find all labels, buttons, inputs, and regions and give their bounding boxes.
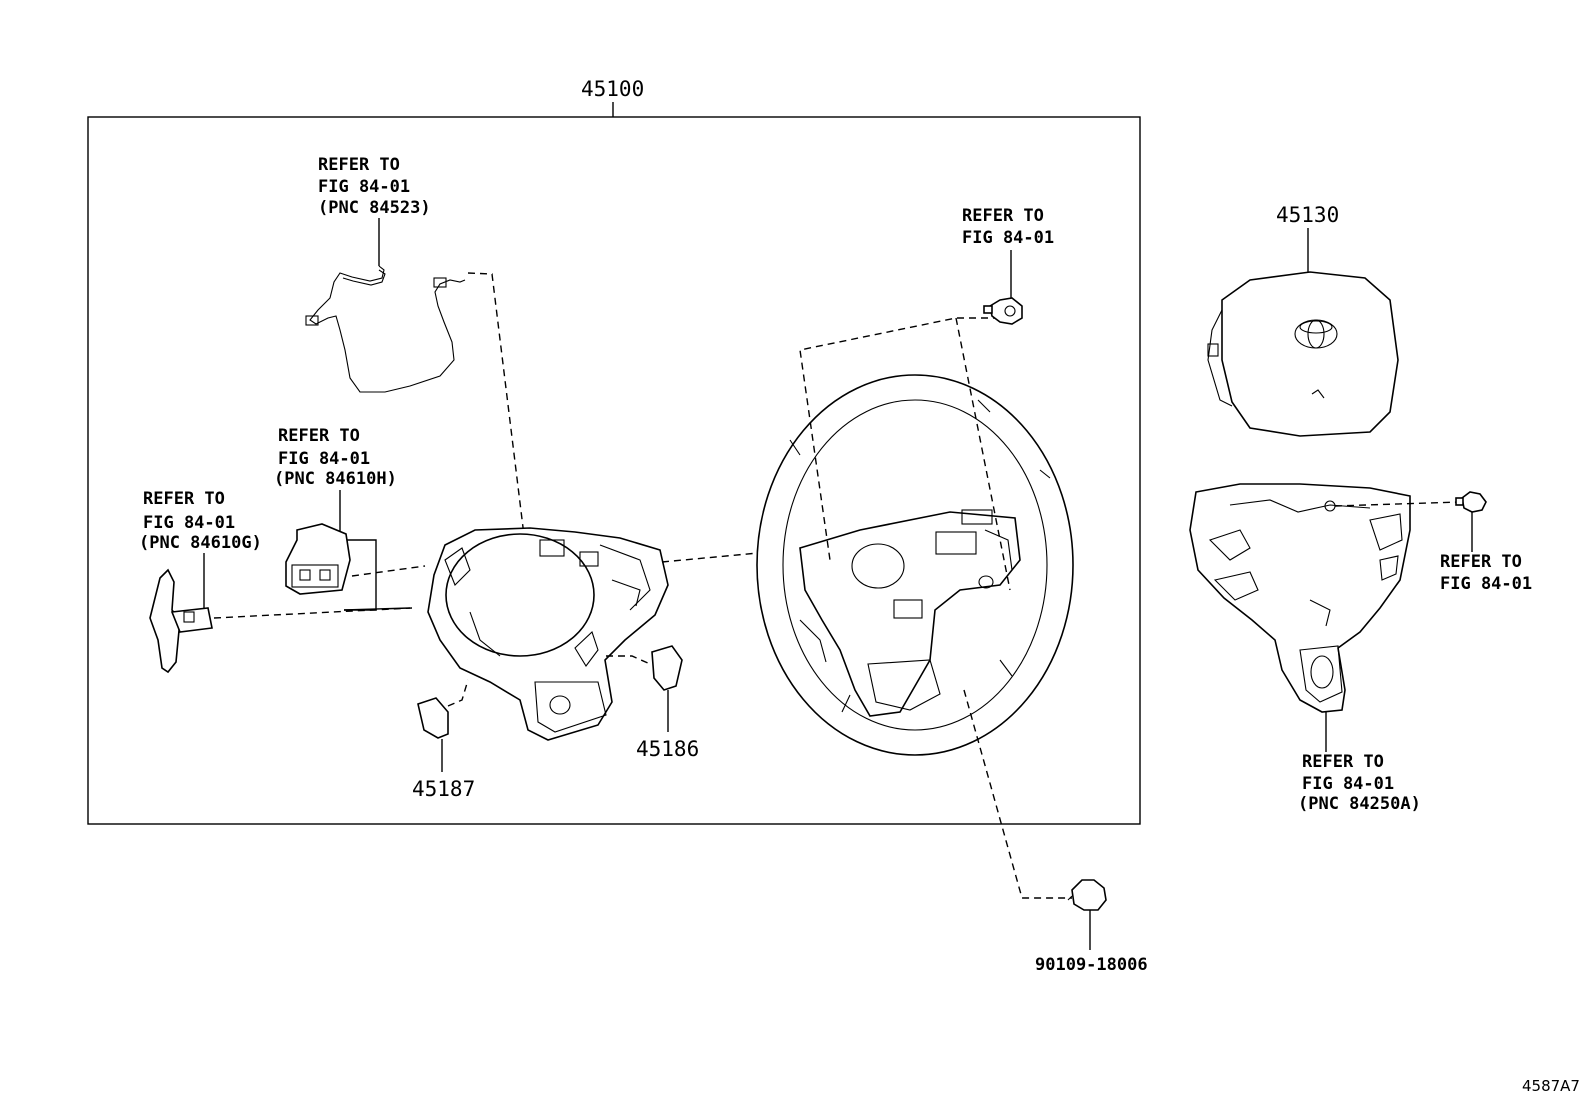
wire-callout: REFER TO FIG 84-01 (PNC 84523)	[318, 155, 431, 266]
pad-screw	[1455, 491, 1487, 513]
wheel-screw-callout: REFER TO FIG 84-01	[962, 206, 1054, 298]
wheel-screw-callout-line-2: FIG 84-01	[962, 228, 1054, 248]
pad-screw-callout: REFER TO FIG 84-01	[1440, 552, 1532, 594]
nut-part-number: 90109-18006	[1035, 955, 1148, 975]
rear-cover	[427, 527, 669, 741]
steering-switch-a	[1189, 483, 1411, 713]
switch-h-callout-line-3: (PNC 84610H)	[274, 469, 397, 489]
cover-left-45187	[417, 697, 449, 739]
switch-h-callout: REFER TO FIG 84-01 (PNC 84610H)	[274, 426, 397, 611]
switch-h-callout-line-2: FIG 84-01	[278, 449, 370, 469]
paddle-switch-g	[149, 568, 213, 674]
wheel-screw	[983, 297, 1023, 325]
switch-a-callout-line-2: FIG 84-01	[1302, 774, 1394, 794]
steering-switch-h	[285, 523, 351, 595]
wire-dash-line	[467, 272, 528, 561]
switch-g-callout-line-2: FIG 84-01	[143, 513, 235, 533]
switch-g-callout-line-1: REFER TO	[143, 489, 225, 509]
switch-a-dash-line	[1334, 501, 1461, 507]
switch-a-callout-line-3: (PNC 84250A)	[1298, 794, 1421, 814]
cover-to-wheel-dash-line	[661, 552, 759, 563]
wire-harness	[305, 265, 466, 393]
switch-h-callout-line-1: REFER TO	[278, 426, 360, 446]
switch-h-leader-return	[343, 607, 411, 611]
pad-screw-callout-line-1: REFER TO	[1440, 552, 1522, 572]
airbag-part-number: 45130	[1276, 203, 1339, 227]
switch-h-dash-line	[351, 565, 426, 577]
switch-a-callout: REFER TO FIG 84-01 (PNC 84250A)	[1298, 752, 1421, 814]
cover-lower-part-number: 45186	[636, 737, 699, 761]
assembly-box	[87, 116, 1141, 825]
wire-callout-line-3: (PNC 84523)	[318, 198, 431, 218]
steering-wheel	[756, 374, 1074, 756]
pad-screw-callout-line-2: FIG 84-01	[1440, 574, 1532, 594]
wire-callout-line-2: FIG 84-01	[318, 177, 410, 197]
figure-id: 4587A7	[1522, 1077, 1580, 1095]
airbag-45130	[1207, 271, 1399, 437]
wheel-screw-callout-line-1: REFER TO	[962, 206, 1044, 226]
switch-a-callout-line-1: REFER TO	[1302, 752, 1384, 772]
switch-g-callout-line-3: (PNC 84610G)	[139, 533, 262, 553]
wheel-upper-dash-line	[799, 317, 1000, 561]
wheel-screw-dash-line	[955, 317, 1011, 591]
cover-lower-45186	[651, 645, 683, 691]
wire-callout-line-1: REFER TO	[318, 155, 400, 175]
switch-g-callout: REFER TO FIG 84-01 (PNC 84610G)	[139, 489, 262, 610]
nut-90109-18006	[1067, 879, 1107, 911]
cover-lower-dash-line	[606, 655, 651, 665]
switch-g-dash-line	[213, 607, 413, 619]
assembly-part-number: 45100	[581, 77, 644, 101]
cover-left-part-number: 45187	[412, 777, 475, 801]
cover-left-dash-line	[447, 679, 469, 707]
